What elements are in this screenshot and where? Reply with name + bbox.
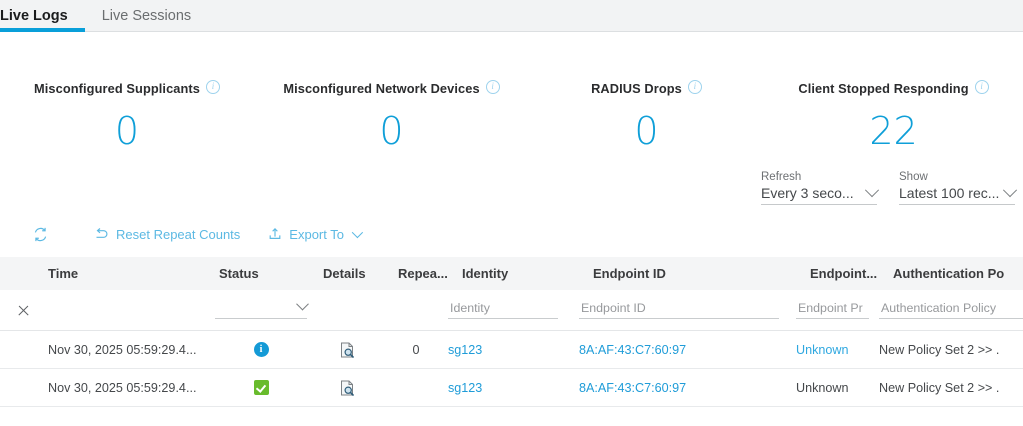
kpi-radius-drops: RADIUS Drops 0 (529, 80, 764, 150)
chevron-down-icon (296, 298, 309, 311)
cell-time: Nov 30, 2025 05:59:29.4... (46, 381, 211, 395)
clear-filters-button[interactable] (0, 304, 46, 317)
info-circle-icon[interactable] (688, 80, 702, 94)
tab-live-sessions[interactable]: Live Sessions (85, 9, 208, 32)
tab-bar: Live Logs Live Sessions (0, 0, 1023, 32)
info-circle-icon[interactable] (486, 80, 500, 94)
kpi-title: RADIUS Drops (591, 81, 682, 96)
kpi-value: 22 (764, 112, 1023, 150)
table-toolbar: Reset Repeat Counts Export To (0, 223, 1023, 245)
cell-endpoint-profile: Unknown (796, 381, 879, 395)
filter-endpoint-id (579, 301, 796, 319)
endpoint-profile-filter-input[interactable] (796, 301, 869, 319)
chevron-down-icon (1003, 183, 1017, 197)
header-endpoint-id[interactable]: Endpoint ID (593, 266, 810, 281)
show-label: Show (899, 171, 1015, 183)
chevron-down-icon (352, 227, 363, 238)
chevron-down-icon (865, 183, 879, 197)
status-success-icon[interactable] (254, 380, 269, 395)
header-endpoint-profile[interactable]: Endpoint... (810, 266, 893, 281)
kpi-title: Client Stopped Responding (798, 81, 968, 96)
clear-filter-x-icon (17, 304, 30, 317)
header-repeat-count[interactable]: Repea... (396, 266, 462, 281)
refresh-label: Refresh (761, 171, 877, 183)
refresh-value: Every 3 seco... (761, 185, 854, 201)
cell-details (311, 342, 384, 358)
cell-authentication-policy: New Policy Set 2 >> . (879, 343, 1023, 357)
header-status[interactable]: Status (211, 266, 319, 281)
filter-authentication-policy (879, 301, 1023, 319)
kpi-header: Client Stopped Responding (764, 80, 1023, 98)
kpi-title: Misconfigured Network Devices (283, 81, 479, 96)
table-filter-row (0, 290, 1023, 331)
table-controls: Refresh Every 3 seco... Show Latest 100 … (0, 171, 1023, 205)
export-upload-icon (268, 227, 282, 241)
header-authentication-policy[interactable]: Authentication Po (893, 266, 1023, 281)
show-value: Latest 100 rec... (899, 185, 999, 201)
info-circle-icon[interactable] (975, 80, 989, 94)
identity-filter-input[interactable] (448, 301, 558, 319)
cell-endpoint-id[interactable]: 8A:AF:43:C7:60:97 (579, 343, 796, 357)
filter-endpoint-profile (796, 301, 879, 319)
filter-identity (448, 301, 579, 319)
cell-details (311, 380, 384, 396)
authentication-policy-filter-input[interactable] (879, 301, 1023, 319)
kpi-header: Misconfigured Supplicants (0, 80, 254, 98)
header-details[interactable]: Details (319, 266, 396, 281)
refresh-control: Refresh Every 3 seco... (761, 171, 877, 205)
export-to-label: Export To (289, 227, 344, 242)
kpi-misconfigured-network-devices: Misconfigured Network Devices 0 (254, 80, 529, 150)
status-filter-select[interactable] (215, 301, 307, 319)
filter-status (211, 301, 311, 319)
kpi-value: 0 (529, 112, 764, 150)
cell-endpoint-id[interactable]: 8A:AF:43:C7:60:97 (579, 381, 796, 395)
cell-time: Nov 30, 2025 05:59:29.4... (46, 343, 211, 357)
kpi-misconfigured-supplicants: Misconfigured Supplicants 0 (0, 80, 254, 150)
live-logs-table: Time Status Details Repea... Identity En… (0, 257, 1023, 407)
cell-status (211, 342, 311, 357)
kpi-value: 0 (254, 112, 529, 150)
cell-status (211, 380, 311, 395)
header-time[interactable]: Time (46, 266, 211, 281)
show-select[interactable]: Latest 100 rec... (899, 185, 1015, 205)
refresh-button[interactable] (32, 226, 56, 243)
cell-endpoint-profile[interactable]: Unknown (796, 343, 879, 357)
tab-live-logs[interactable]: Live Logs (0, 9, 85, 32)
kpi-header: Misconfigured Network Devices (254, 80, 529, 98)
export-to-button[interactable]: Export To (268, 227, 360, 242)
cell-identity[interactable]: sg123 (448, 381, 579, 395)
table-row[interactable]: Nov 30, 2025 05:59:29.4... 0 sg123 8A:AF… (0, 331, 1023, 369)
table-header-row: Time Status Details Repea... Identity En… (0, 257, 1023, 290)
reset-repeat-counts-label: Reset Repeat Counts (116, 227, 240, 242)
kpi-strip: Misconfigured Supplicants 0 Misconfigure… (0, 32, 1023, 150)
kpi-header: RADIUS Drops (529, 80, 764, 98)
header-identity[interactable]: Identity (462, 266, 593, 281)
refresh-icon (32, 226, 49, 243)
kpi-value: 0 (0, 112, 254, 150)
info-circle-icon[interactable] (206, 80, 220, 94)
details-magnifier-icon[interactable] (340, 342, 355, 358)
tab-live-sessions-label: Live Sessions (102, 8, 191, 24)
show-control: Show Latest 100 rec... (899, 171, 1015, 205)
reset-repeat-counts-button[interactable]: Reset Repeat Counts (94, 227, 240, 242)
kpi-title: Misconfigured Supplicants (34, 81, 200, 96)
kpi-client-stopped-responding: Client Stopped Responding 22 (764, 80, 1023, 150)
status-info-icon[interactable] (254, 342, 269, 357)
table-row[interactable]: Nov 30, 2025 05:59:29.4... sg123 8A:AF:4… (0, 369, 1023, 407)
details-magnifier-icon[interactable] (340, 380, 355, 396)
tab-live-logs-label: Live Logs (0, 8, 68, 24)
refresh-select[interactable]: Every 3 seco... (761, 185, 877, 205)
cell-repeat-count: 0 (384, 343, 448, 357)
undo-arrow-icon (94, 227, 109, 241)
endpoint-id-filter-input[interactable] (579, 301, 779, 319)
cell-authentication-policy: New Policy Set 2 >> . (879, 381, 1023, 395)
cell-identity[interactable]: sg123 (448, 343, 579, 357)
